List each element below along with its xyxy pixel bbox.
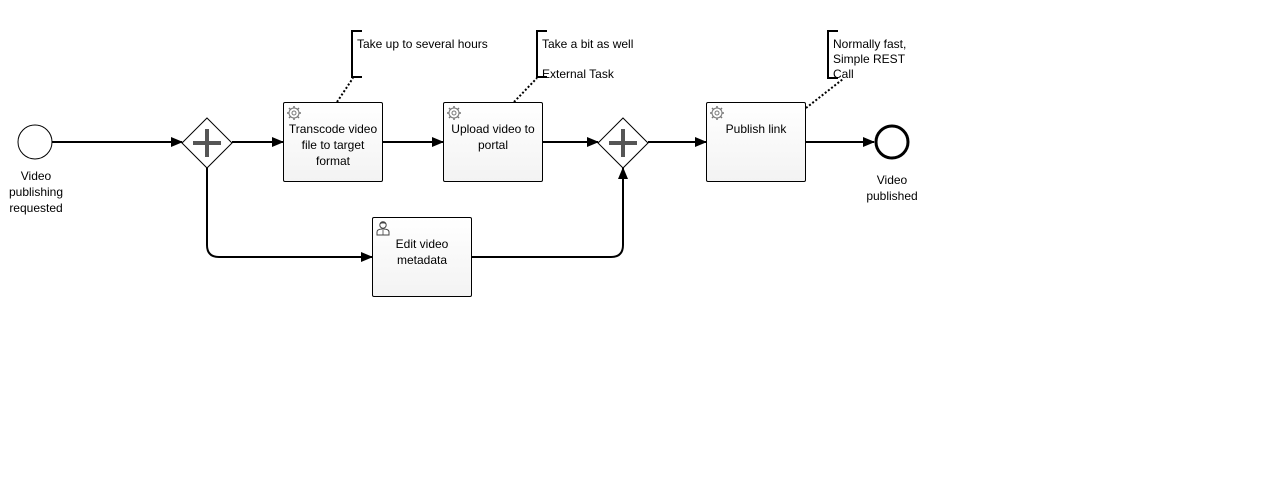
annotation-bracket-publish [827,30,838,79]
end-event[interactable] [874,124,910,160]
task-publish-link[interactable]: Publish link [706,102,806,182]
parallel-gateway-join[interactable] [597,117,649,169]
sequence-flow-edit-metadata-to-join[interactable] [472,167,628,258]
task-transcode-video[interactable]: Transcode video file to target format [283,102,383,182]
start-event-label: Video publishing requested [8,169,64,215]
task-publish-label: Publish link [725,122,787,136]
parallel-gateway-split[interactable] [181,117,233,169]
task-edit-metadata-label: Edit video metadata [395,237,449,267]
plus-icon [609,129,637,157]
gear-icon [447,106,461,120]
end-event-label: Video published [866,173,918,203]
annotation-transcode-text: Take up to several hours [357,37,488,51]
annotation-bracket-transcode [351,30,362,78]
association-publish-note[interactable] [805,78,844,109]
association-upload-note[interactable] [513,77,538,103]
task-edit-video-metadata[interactable]: Edit video metadata [372,217,472,297]
annotation-upload-text: Take a bit as well External Task [542,37,634,80]
gear-icon [287,106,301,120]
association-transcode-note[interactable] [336,77,354,103]
task-upload-video[interactable]: Upload video to portal [443,102,543,182]
task-transcode-label: Transcode video file to target format [288,122,378,168]
annotation-bracket-upload [536,30,547,78]
gear-icon [710,106,724,120]
sequence-flow-split-to-edit-metadata[interactable] [206,168,373,262]
annotation-publish-text: Normally fast, Simple REST Call [833,37,907,81]
user-icon [376,221,390,236]
plus-icon [193,129,221,157]
task-upload-label: Upload video to portal [451,122,535,152]
start-event[interactable] [17,124,53,160]
